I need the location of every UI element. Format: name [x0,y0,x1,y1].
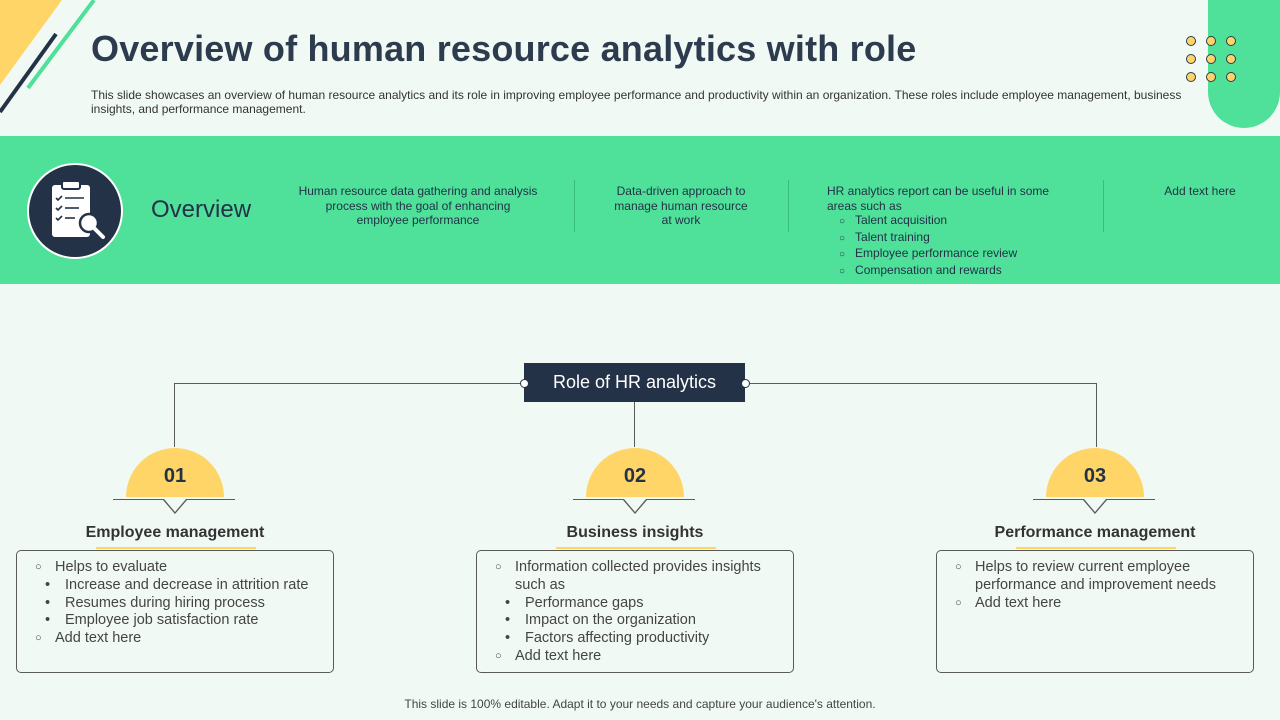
pointer-triangle [1083,499,1107,514]
list-item: Employee job satisfaction rate [35,612,321,630]
list-item: Helps to review current employee perform… [955,559,1241,595]
connector-line [174,383,524,384]
clipboard-search-icon [27,163,123,259]
overview-report-list: Talent acquisition Talent training Emplo… [827,213,1077,279]
card-business-insights: Information collected provides insights … [476,550,794,673]
list-item: Factors affecting productivity [495,630,781,648]
list-item: Add text here [35,630,321,648]
green-tab-decoration [1208,0,1280,128]
overview-col-report: HR analytics report can be useful in som… [827,184,1077,279]
list-item: Compensation and rewards [839,263,1077,280]
footer-note: This slide is 100% editable. Adapt it to… [404,697,876,711]
card-title-underline [1016,547,1176,549]
slide-title: Overview of human resource analytics wit… [91,28,917,69]
step-number-badge: 01 [126,448,224,497]
connector-knob [520,379,529,388]
list-item: Performance gaps [495,595,781,613]
list-item: Add text here [955,595,1241,613]
pointer-triangle [623,499,647,514]
card-title: Business insights [566,524,704,541]
pointer-triangle [163,499,187,514]
card-employee-management: Helps to evaluate Increase and decrease … [16,550,334,673]
overview-col-approach: Data-driven approach to manage human res… [614,184,748,227]
list-item: Talent acquisition [839,213,1077,230]
list-item: Talent training [839,230,1077,247]
list-item: Information collected provides insights … [495,559,781,595]
overview-col-definition: Human resource data gathering and analys… [298,184,538,227]
overview-band: Overview Human resource data gathering a… [0,136,1280,284]
list-item: Impact on the organization [495,612,781,630]
hub-title: Role of HR analytics [524,363,745,402]
step-number-badge: 02 [586,448,684,497]
list-item: Helps to evaluate [35,559,321,577]
list-item: Employee performance review [839,246,1077,263]
list-item: Add text here [495,648,781,666]
step-number-badge: 03 [1046,448,1144,497]
list-item: Resumes during hiring process [35,595,321,613]
overview-report-intro: HR analytics report can be useful in som… [827,184,1050,213]
card-performance-management: Helps to review current employee perform… [936,550,1254,673]
connector-line [634,402,635,447]
card-title: Performance management [994,524,1196,541]
overview-divider [1103,180,1104,232]
connector-line [1096,383,1097,447]
overview-divider [574,180,575,232]
overview-label: Overview [151,196,252,223]
card-title-underline [96,547,256,549]
connector-knob [741,379,750,388]
overview-col-placeholder: Add text here [1164,184,1236,198]
slide-subtitle: This slide showcases an overview of huma… [91,88,1182,116]
connector-line [174,383,175,447]
list-item: Increase and decrease in attrition rate [35,577,321,595]
card-title-underline [556,547,716,549]
corner-stripes-decoration [0,0,96,114]
overview-divider [788,180,789,232]
dot-grid-decoration [1186,36,1236,82]
card-title: Employee management [85,524,265,541]
connector-line [745,383,1097,384]
